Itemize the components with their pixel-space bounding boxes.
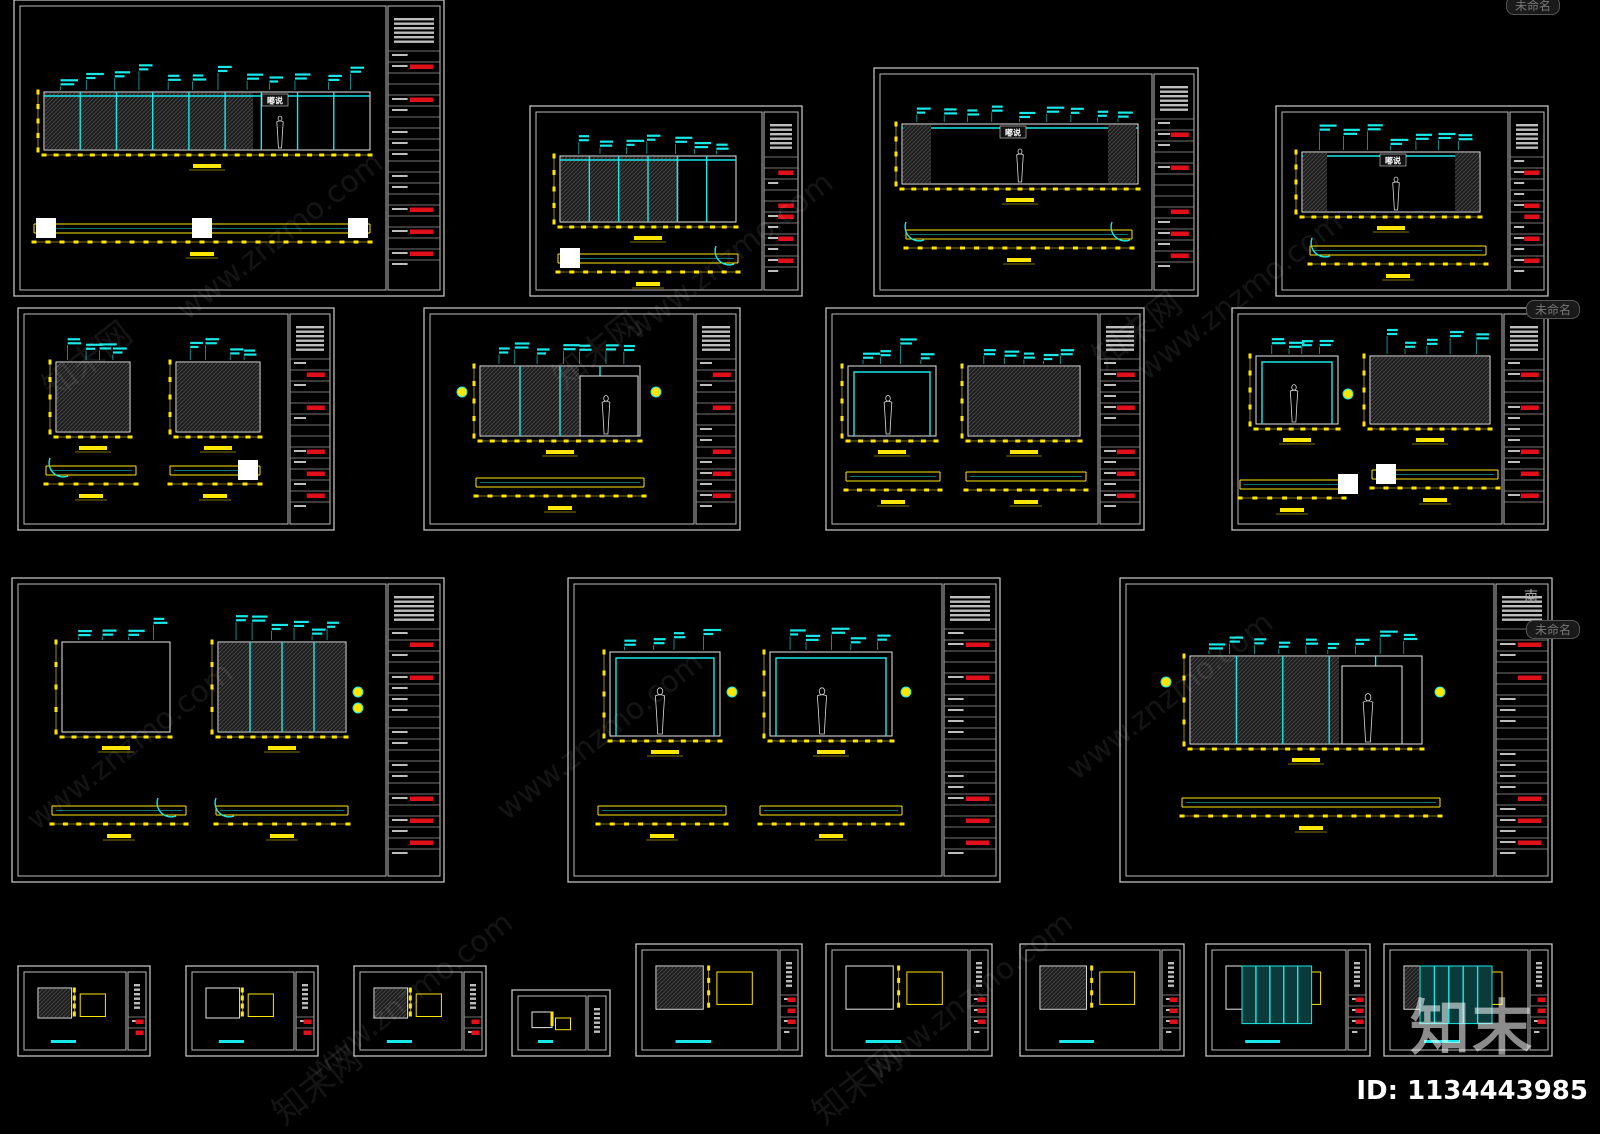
sheet-03: 嘟说 [873, 67, 1199, 297]
sheet-09 [11, 577, 445, 883]
sheet-08 [1231, 307, 1549, 531]
sheet-06 [423, 307, 741, 531]
sheet-17 [825, 943, 993, 1057]
sheet-tab-2[interactable]: 未命名 [1526, 300, 1581, 319]
sheet-tab-3[interactable]: 未命名 [1526, 620, 1581, 639]
sheet-14 [353, 965, 487, 1057]
sheet-18 [1019, 943, 1185, 1057]
store-sign-text: 嘟说 [1385, 156, 1401, 166]
store-sign-text: 嘟说 [267, 96, 283, 106]
sheet-10 [567, 577, 1001, 883]
sheet-13 [185, 965, 319, 1057]
store-sign-text: 嘟说 [1005, 128, 1021, 138]
sheet-12 [17, 965, 151, 1057]
sheet-05 [17, 307, 335, 531]
sheet-02 [529, 105, 803, 297]
sheet-15 [511, 989, 611, 1057]
sheet-20 [1383, 943, 1553, 1057]
sheet-16 [635, 943, 803, 1057]
brand-logo: 知末 [1410, 994, 1534, 1064]
sheet-11 [1119, 577, 1553, 883]
image-id-label: ID: 1134443985 [1356, 1076, 1588, 1106]
sheet-04: 嘟说 [1275, 105, 1549, 297]
sheet-tab-1[interactable]: 未命名 [1506, 0, 1561, 15]
sheet-19 [1205, 943, 1371, 1057]
compass-north-label: 南 [1524, 589, 1538, 605]
sheet-01: 嘟说 [13, 0, 445, 297]
sheet-07 [825, 307, 1145, 531]
